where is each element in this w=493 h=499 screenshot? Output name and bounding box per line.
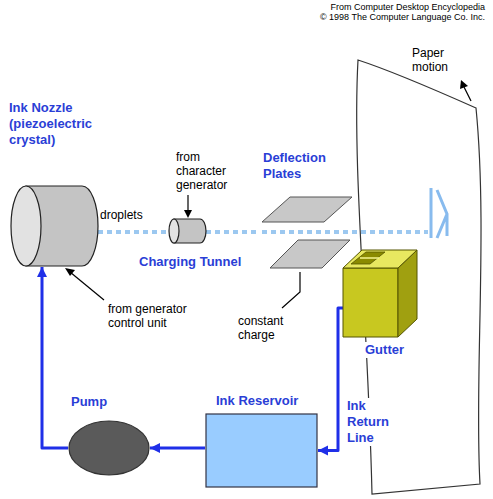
annotation: from character generator [176, 150, 250, 192]
annotation: from generator control unit [108, 302, 190, 330]
tunnel-cylinder [168, 218, 206, 244]
node-label: Ink Reservoir [215, 393, 317, 409]
edge-label: droplets [100, 208, 160, 222]
ink-line [318, 308, 343, 456]
control-unit-leader [65, 268, 104, 300]
ink-line [37, 267, 68, 448]
arrowhead [37, 267, 47, 277]
printed-character [431, 188, 447, 238]
character-generator-arrow [184, 195, 192, 218]
node-label: Pump [70, 394, 132, 410]
droplet-stream [262, 230, 428, 234]
node-label: Ink Nozzle (piezoelectric crystal) [8, 100, 110, 148]
gutter-trough [343, 248, 418, 338]
node-label: Deflection Plates [262, 150, 354, 182]
charging-tunnel: Charging Tunnel [134, 216, 258, 272]
connector-line [98, 230, 168, 234]
edge-label: Ink Return Line [346, 398, 406, 446]
gutter: Gutter [343, 248, 421, 360]
plate-pair [260, 195, 358, 270]
ink-nozzle: Ink Nozzle (piezoelectric crystal) [6, 98, 110, 270]
pump-body [68, 420, 150, 476]
nozzle-cylinder [10, 185, 98, 267]
node-label: Charging Tunnel [138, 254, 258, 270]
ink-reservoir: Ink Reservoir [203, 393, 321, 490]
annotation: constant charge [238, 314, 304, 342]
arrowhead [150, 443, 160, 453]
reservoir-tank [205, 413, 318, 488]
connector-line [318, 308, 343, 451]
droplet-stream [98, 232, 168, 233]
connector-line [206, 230, 260, 234]
deflection-plates: Deflection Plates [258, 150, 360, 272]
connector-line [42, 267, 68, 448]
droplet-stream [206, 232, 260, 233]
node-label: Gutter [364, 342, 416, 358]
copyright-note: © 1998 The Computer Language Co. Inc. [320, 12, 485, 23]
pump: Pump [64, 394, 156, 478]
annotation: Paper motion [412, 46, 464, 74]
constant-charge-leader [282, 272, 300, 308]
arrowhead [318, 446, 328, 456]
paper-motion-arrow [460, 80, 471, 101]
ink-line [150, 443, 205, 453]
